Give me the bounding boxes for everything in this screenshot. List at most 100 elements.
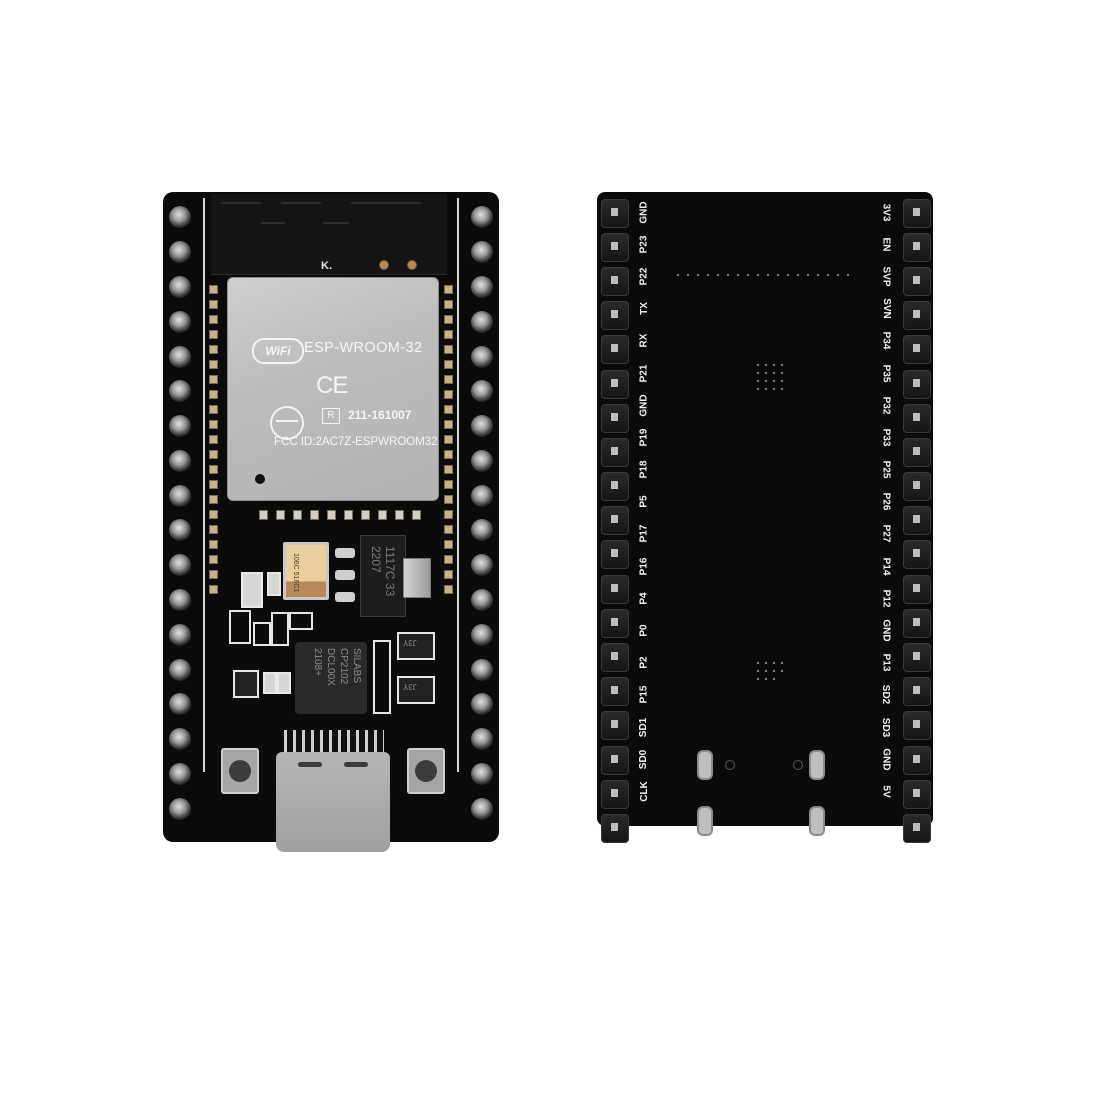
pin-label: P16 <box>638 557 650 576</box>
pin-hole <box>169 310 191 333</box>
pin-header-right <box>467 200 497 826</box>
telec-mark-icon <box>270 406 304 440</box>
usb-mount-pad <box>697 806 713 836</box>
wifi-logo-icon: WiFi <box>252 338 304 364</box>
pin-label: GND <box>638 394 650 417</box>
pin-label: P2 <box>638 656 650 669</box>
pin-hole <box>471 275 493 298</box>
pin-label: EN <box>880 237 892 252</box>
pin-hole <box>169 797 191 820</box>
pin-hole <box>471 658 493 681</box>
pin-hole <box>471 693 493 716</box>
pin-label: P23 <box>638 235 650 254</box>
boot-button[interactable] <box>221 748 259 794</box>
module-pads-right <box>444 282 453 597</box>
pin-header-left-back <box>599 196 629 846</box>
pin-label: P15 <box>638 686 650 704</box>
via-hole <box>793 760 803 770</box>
pin-label: CLK <box>638 781 650 802</box>
pin-hole <box>169 206 191 229</box>
pin-hole <box>471 623 493 646</box>
pin-hole <box>169 554 191 577</box>
pin-label: P35 <box>880 364 892 382</box>
pin-label: RX <box>638 333 650 348</box>
pin-label: P32 <box>880 396 892 415</box>
pin-hole <box>471 206 493 229</box>
pin-hole <box>471 345 493 368</box>
pin-hole <box>471 380 493 403</box>
pin-label: P18 <box>638 460 650 479</box>
pin-hole <box>169 380 191 403</box>
pin-hole <box>169 693 191 716</box>
pin-label: 3V3 <box>880 203 892 221</box>
module-pads-bottom <box>255 510 425 520</box>
pin-label: P5 <box>638 495 650 508</box>
silkscreen-line <box>203 198 205 772</box>
pin-hole <box>471 449 493 472</box>
pin-label: SD2 <box>880 685 892 705</box>
usb-mount-pad <box>697 750 713 780</box>
pin-hole <box>169 588 191 611</box>
pin-header-right-back <box>901 196 931 846</box>
pin-hole <box>169 415 191 438</box>
pin-label: P26 <box>880 492 892 511</box>
via-hole <box>725 760 735 770</box>
esp-wroom-32-module: WiFi ESP-WROOM-32 CE R 211-161007 FCC ID… <box>227 277 439 501</box>
pin-label: GND <box>638 200 650 224</box>
pin-label: P33 <box>880 428 892 447</box>
pin-label: P17 <box>638 525 650 543</box>
regulator-leg <box>335 548 355 558</box>
pin-label: P27 <box>880 525 892 543</box>
smd-resistor <box>263 672 277 694</box>
module-model: ESP-WROOM-32 <box>304 340 423 356</box>
pin-hole <box>471 554 493 577</box>
pin-label: P4 <box>638 592 650 605</box>
transistor-j3y: J3Y <box>397 676 435 704</box>
pin-label: 5V <box>880 785 892 798</box>
pin-label: SD3 <box>880 717 892 737</box>
pin-header-left <box>165 200 195 826</box>
pin-labels-right: 3V3 EN SVP SVN P34 P35 P32 P33 P25 P26 P… <box>875 196 897 808</box>
pin-hole <box>169 449 191 472</box>
silkscreen-line <box>457 198 459 772</box>
cp2102-usb-bridge-chip: SILABS CP2102 DCL00X 2108+ <box>295 642 367 714</box>
pin-label: P14 <box>880 557 892 576</box>
pin-label: P34 <box>880 331 892 350</box>
pin-label: SD1 <box>638 717 650 737</box>
pin-label: P12 <box>880 589 892 608</box>
en-reset-button[interactable] <box>407 748 445 794</box>
led-pad <box>379 260 389 270</box>
pin-label: GND <box>880 619 892 642</box>
smd-capacitor <box>241 572 263 608</box>
regulator-leg <box>335 570 355 580</box>
module-pads-left <box>209 282 218 597</box>
pin-hole <box>471 484 493 507</box>
voltage-regulator: 1117C 33 2207 <box>360 535 406 617</box>
pin-label: SVN <box>880 298 892 319</box>
pin-hole <box>169 728 191 751</box>
pin-hole <box>471 588 493 611</box>
pin-label: P0 <box>638 624 650 637</box>
pin-label: P19 <box>638 428 650 447</box>
regulator-leg <box>335 592 355 602</box>
smd-pad <box>289 612 313 630</box>
pin-hole <box>471 415 493 438</box>
pin-hole <box>169 275 191 298</box>
pin-hole <box>471 728 493 751</box>
pin1-marker <box>255 474 265 484</box>
pin-hole <box>471 241 493 264</box>
pin-hole <box>169 519 191 542</box>
r-mark-icon: R <box>322 408 340 424</box>
pin-labels-left: GND P23 P22 TX RX P21 GND P19 P18 P5 P17… <box>633 196 655 808</box>
pin-hole <box>169 241 191 264</box>
smd-pad-column <box>373 640 391 714</box>
smd-resistor <box>277 672 291 694</box>
pin-hole <box>169 623 191 646</box>
pin-hole <box>471 519 493 542</box>
usb-c-port[interactable] <box>276 730 390 852</box>
pin-hole <box>471 310 493 333</box>
pin-label: P21 <box>638 364 650 382</box>
pin-label: SD0 <box>638 749 650 770</box>
regulator-tab <box>403 558 431 598</box>
pin-label: P22 <box>638 267 650 286</box>
